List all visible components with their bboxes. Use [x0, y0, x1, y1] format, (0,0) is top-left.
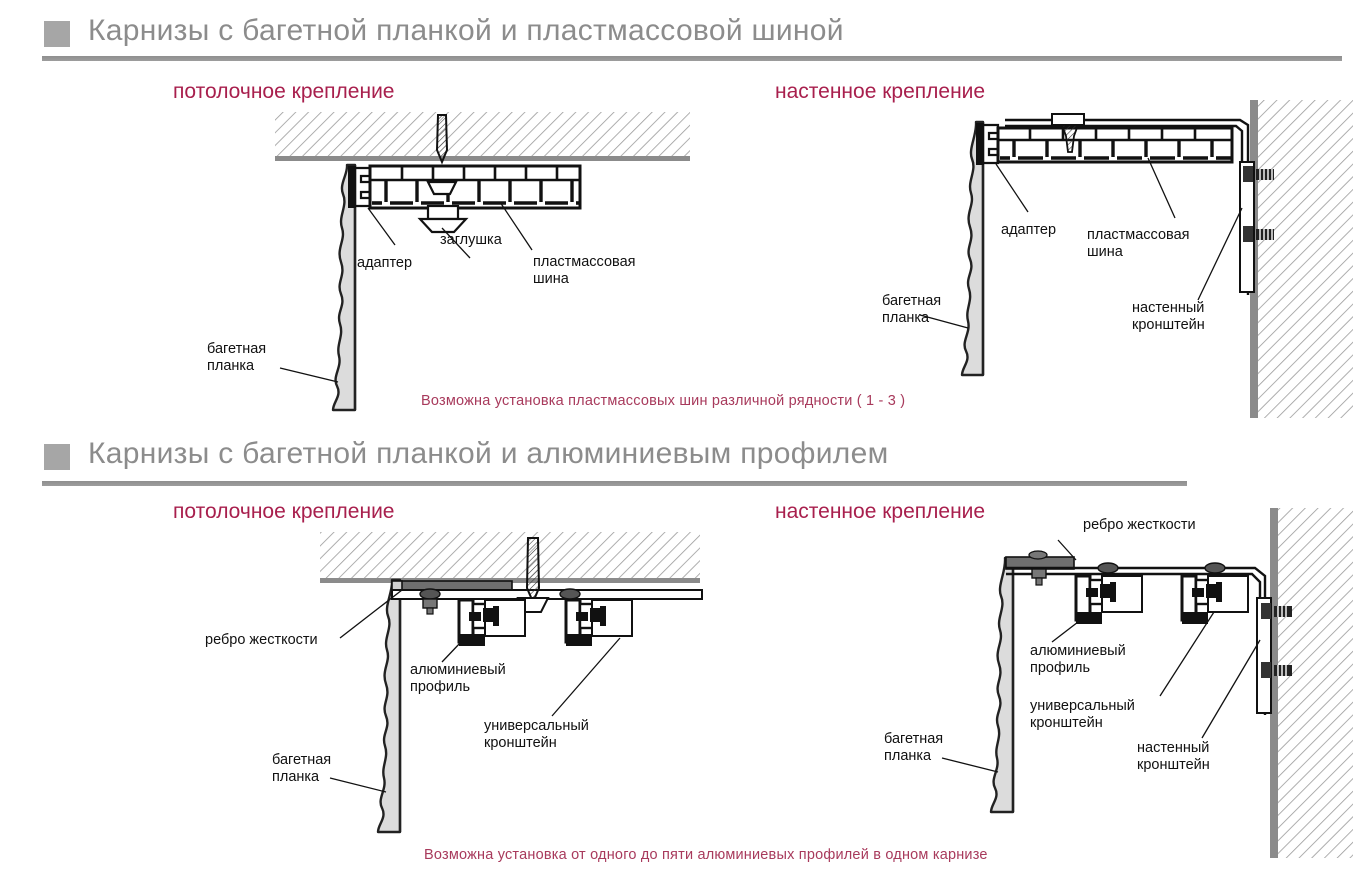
section-bullet-2 [44, 444, 70, 470]
wall-mount-label-1: настенное крепление [775, 80, 986, 103]
label-plastic-rail-wall-1-line1: пластмассовая [1087, 227, 1190, 243]
universal-bracket-right [1206, 575, 1249, 613]
plastic-rail-profile [996, 126, 1234, 164]
ceiling-hatch [275, 112, 690, 161]
label-alu-wall-2-line2: профиль [1030, 660, 1091, 676]
wall-dowels [1243, 166, 1274, 242]
label-adapter-wall-1: адаптер [1001, 222, 1057, 238]
leader-lines [329, 589, 621, 793]
label-baguette-ceiling-2-line2: планка [272, 769, 320, 785]
label-universal-wall-2-line2: кронштейн [1030, 715, 1103, 731]
universal-bracket-right [590, 599, 633, 637]
label-baguette-wall-1-line2: планка [882, 310, 930, 326]
label-plastic-rail-ceiling-1-line1: пластмассовая [533, 254, 636, 270]
section-bullet-1 [44, 21, 70, 47]
label-wall-bracket-2-line1: настенный [1137, 740, 1210, 756]
drawing-wall-plastic [919, 100, 1353, 418]
wall-hatch [1270, 508, 1353, 858]
label-baguette-wall-2-line1: багетная [884, 731, 944, 747]
label-cap-ceiling-1: заглушка [440, 232, 502, 248]
arm-bolt-1 [1097, 562, 1119, 574]
drawing-wall-aluminium [941, 508, 1353, 858]
label-wall-bracket-1-line1: настенный [1132, 300, 1205, 316]
adapter-part [348, 166, 372, 208]
label-baguette-ceiling-1-line2: планка [207, 358, 255, 374]
note-section-2: Возможна установка от одного до пяти алю… [424, 847, 988, 863]
drawing-ceiling-aluminium [320, 532, 703, 834]
label-plastic-rail-ceiling-1-line2: шина [533, 271, 569, 287]
ceiling-mount-label-1: потолочное крепление [173, 80, 395, 103]
label-universal-wall-2-line1: универсальный [1030, 698, 1135, 714]
arm-bolt-2 [1204, 562, 1226, 574]
wall-dowels [1261, 603, 1292, 678]
label-alu-ceiling-2-line2: профиль [410, 679, 471, 695]
label-baguette-ceiling-1-line1: багетная [207, 341, 267, 357]
baguette-plank-shape [331, 163, 357, 412]
cap-part [417, 204, 469, 234]
label-alu-wall-2-line1: алюминиевый [1030, 643, 1126, 659]
section-title-1: Карнизы с багетной планкой и пластмассов… [88, 14, 844, 47]
label-universal-ceiling-2-line1: универсальный [484, 718, 589, 734]
label-plastic-rail-wall-1-line2: шина [1087, 244, 1123, 260]
label-alu-ceiling-2-line1: алюминиевый [410, 662, 506, 678]
label-baguette-wall-1-line1: багетная [882, 293, 942, 309]
rigidity-rib-part [1005, 550, 1075, 570]
label-adapter-ceiling-1: адаптер [357, 255, 413, 271]
section-rule-1 [42, 56, 1342, 61]
section-title-2: Карнизы с багетной планкой и алюминиевым… [88, 437, 889, 470]
wall-mount-label-2: настенное крепление [775, 500, 986, 523]
leader-lines [279, 201, 533, 383]
drawing-ceiling-plastic [275, 112, 690, 412]
leader-lines [919, 157, 1243, 329]
label-rib-ceiling-2: ребро жесткости [205, 632, 318, 648]
ceiling-screw [426, 114, 458, 196]
plastic-rail-profile [368, 164, 582, 210]
universal-bracket-left [483, 599, 526, 637]
ceiling-hatch [320, 532, 700, 583]
adapter-part [976, 123, 1000, 165]
universal-bracket-left [1100, 575, 1143, 613]
wall-bracket-arm [1006, 566, 1272, 715]
note-section-1: Возможна установка пластмассовых шин раз… [421, 393, 906, 409]
label-rib-wall-2: ребро жесткости [1083, 517, 1196, 533]
baguette-plank-shape [376, 578, 402, 834]
wall-hatch [1250, 100, 1353, 418]
label-baguette-wall-2-line2: планка [884, 748, 932, 764]
leader-lines [941, 539, 1261, 773]
label-wall-bracket-2-line2: кронштейн [1137, 757, 1210, 773]
label-baguette-ceiling-2-line1: багетная [272, 752, 332, 768]
baguette-plank-shape [989, 556, 1015, 814]
label-wall-bracket-1-line2: кронштейн [1132, 317, 1205, 333]
label-universal-ceiling-2-line2: кронштейн [484, 735, 557, 751]
ceiling-mount-label-2: потолочное крепление [173, 500, 395, 523]
section-rule-2 [42, 481, 1187, 486]
rib-bolt [1031, 568, 1047, 586]
rail-screw [1051, 113, 1085, 153]
